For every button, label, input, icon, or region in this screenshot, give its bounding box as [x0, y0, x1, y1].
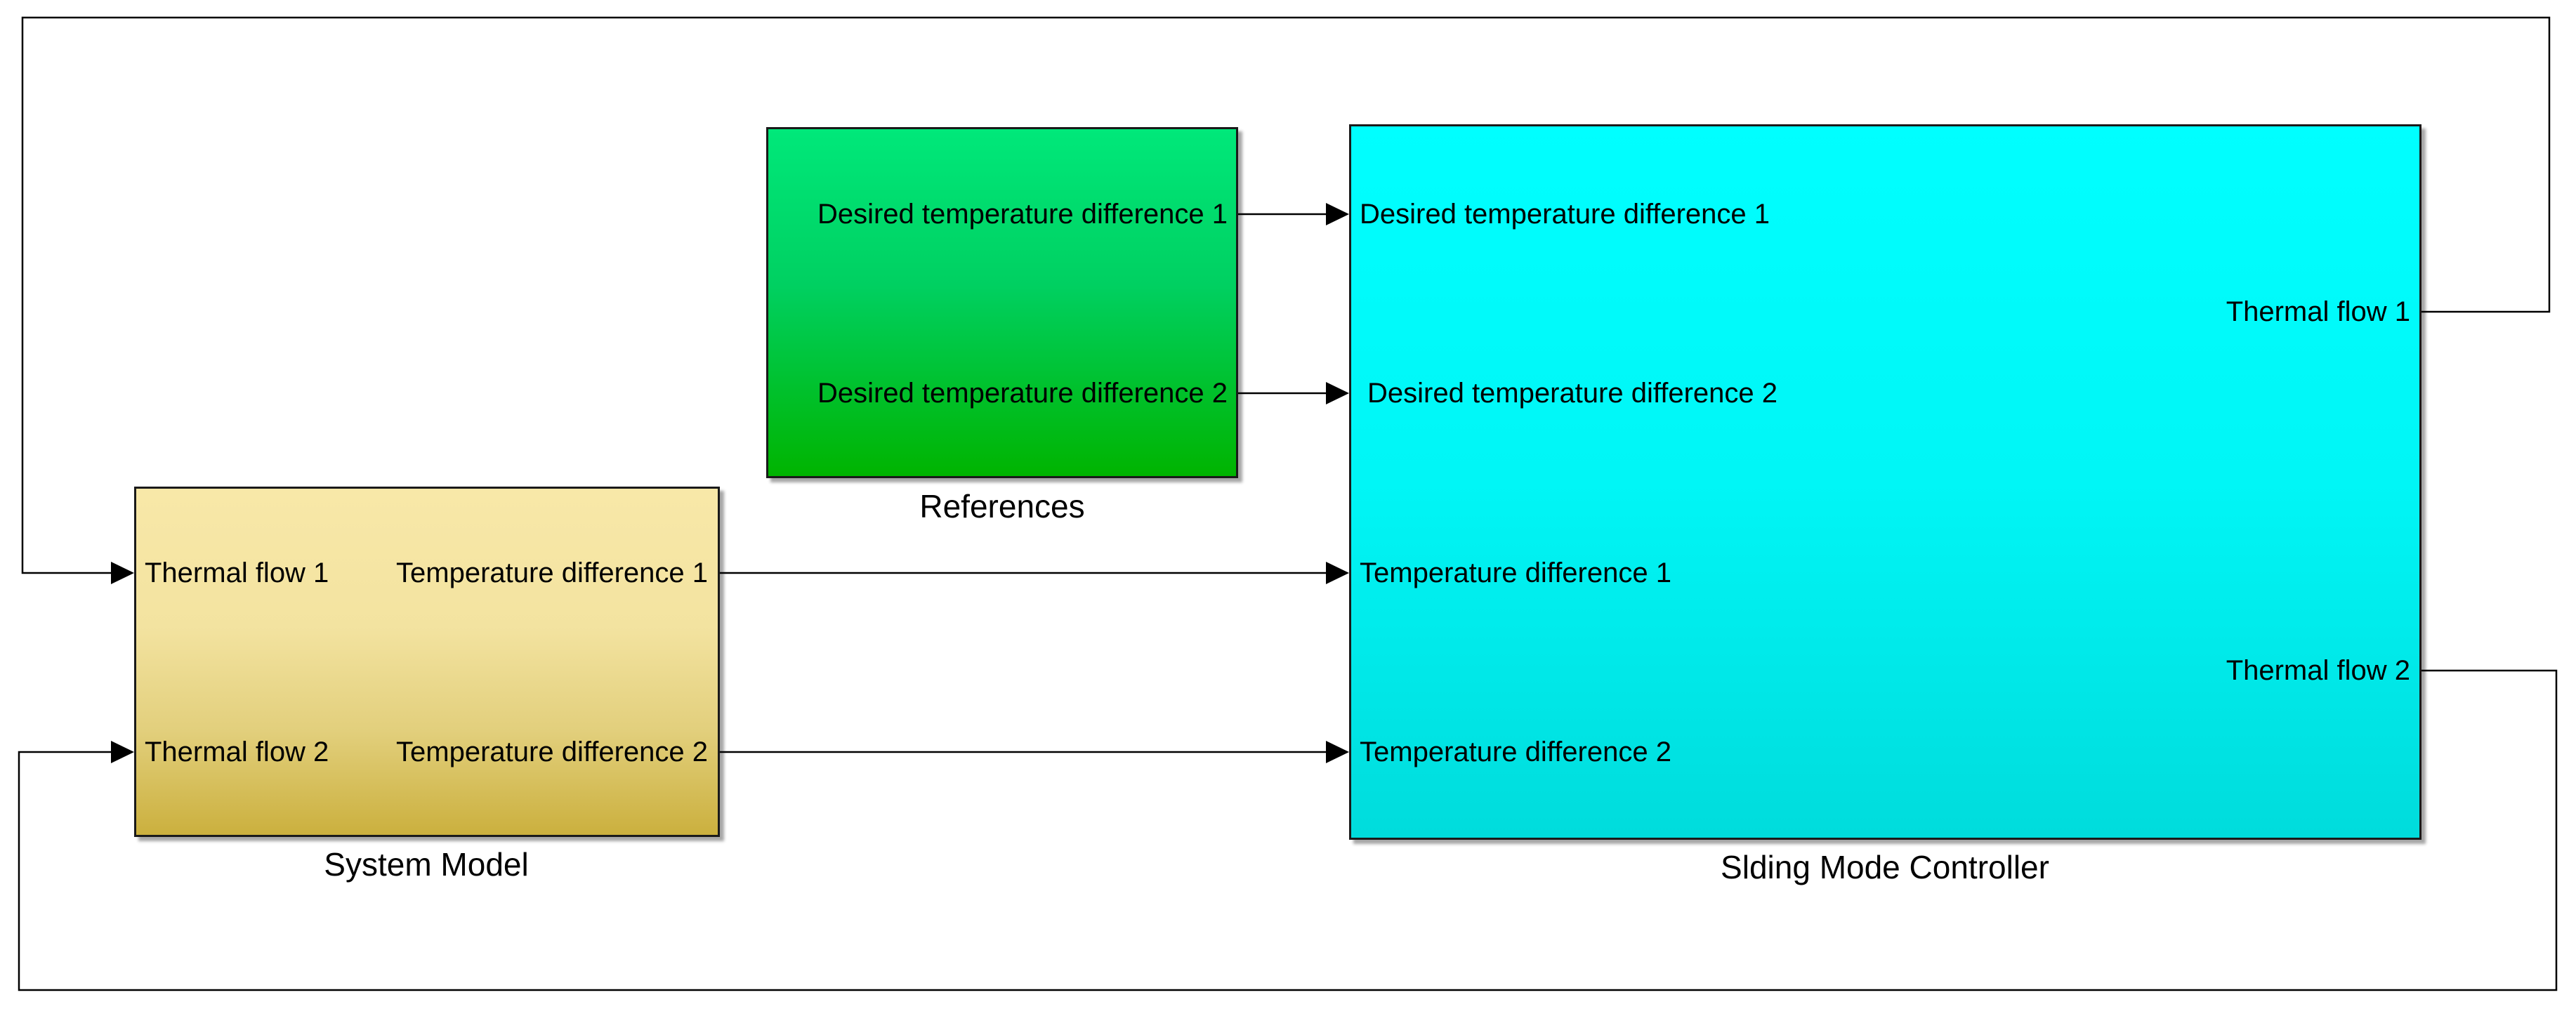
- arrow-head-desired-1: [1326, 203, 1349, 225]
- references-caption: References: [919, 488, 1085, 525]
- arrow-head-temp-diff-2: [1326, 741, 1349, 763]
- references-output-desired-2: Desired temperature difference 2: [817, 378, 1228, 409]
- wire-thermal-flow-2[interactable]: [18, 669, 2558, 991]
- system-model-caption: System Model: [324, 846, 529, 883]
- arrow-head-desired-2: [1326, 382, 1349, 404]
- controller-caption: Slding Mode Controller: [1721, 849, 2049, 885]
- system-model-block[interactable]: [134, 487, 720, 837]
- references-output-desired-1: Desired temperature difference 1: [817, 199, 1228, 230]
- arrow-head-temp-diff-1: [1326, 562, 1349, 584]
- controller-input-desired-1: Desired temperature difference 1: [1360, 199, 1770, 230]
- arrow-head-thermal-flow-1: [111, 562, 134, 584]
- system-model-output-temp-diff-1: Temperature difference 1: [396, 558, 708, 588]
- controller-input-temp-diff-1: Temperature difference 1: [1360, 558, 1671, 588]
- system-model-output-temp-diff-2: Temperature difference 2: [396, 737, 708, 767]
- controller-output-thermal-flow-2: Thermal flow 2: [2226, 655, 2410, 686]
- system-model-input-thermal-flow-1: Thermal flow 1: [145, 558, 329, 588]
- wire-thermal-flow-1[interactable]: [21, 16, 2551, 574]
- controller-block[interactable]: [1349, 124, 2421, 840]
- system-model-input-thermal-flow-2: Thermal flow 2: [145, 737, 329, 767]
- references-block[interactable]: [766, 127, 1238, 478]
- controller-input-temp-diff-2: Temperature difference 2: [1360, 737, 1671, 767]
- controller-input-desired-2: Desired temperature difference 2: [1367, 378, 1778, 409]
- controller-output-thermal-flow-1: Thermal flow 1: [2226, 296, 2410, 327]
- arrow-head-thermal-flow-2: [111, 741, 134, 763]
